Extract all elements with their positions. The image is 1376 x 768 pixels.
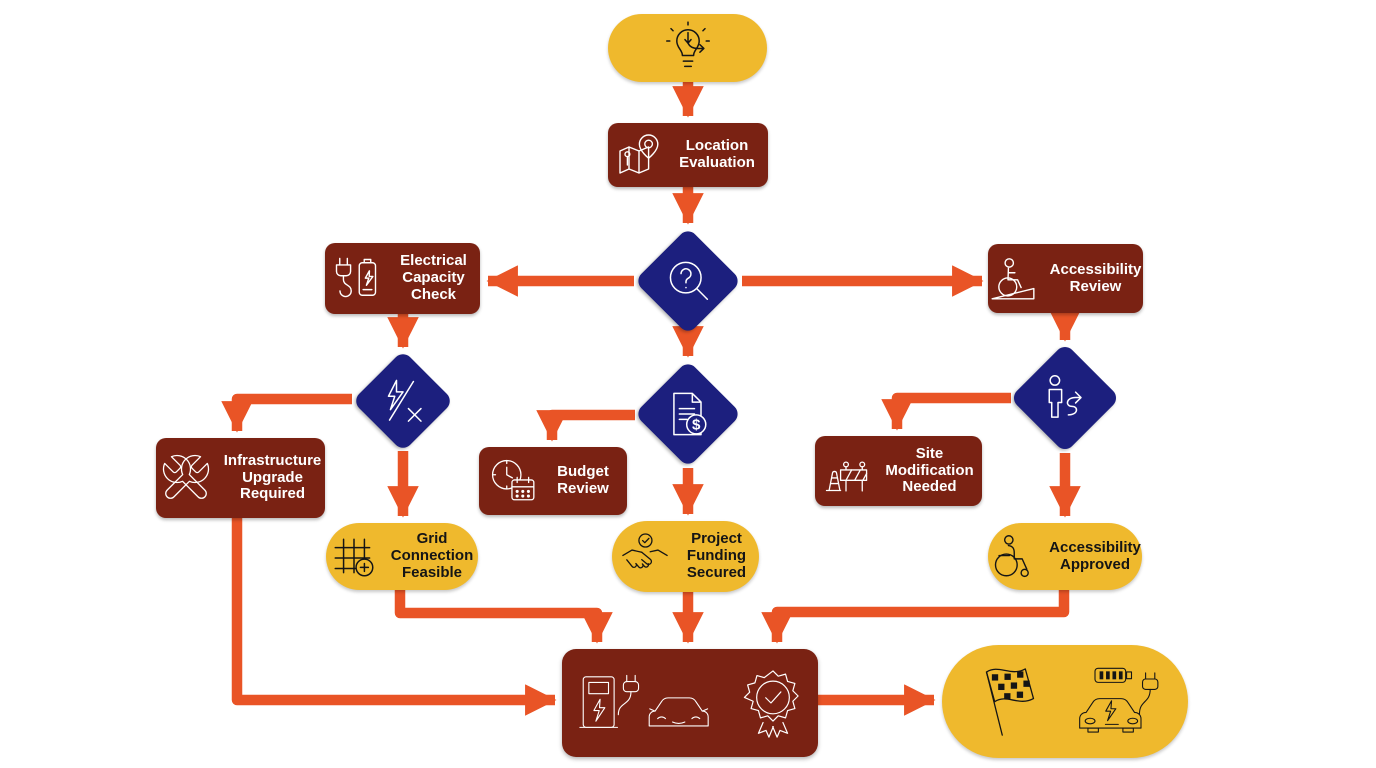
node-accessibility-review: Accessibility Review [988,244,1143,313]
edge-infrastructure-installation [231,518,557,716]
construction-barrier-icon [820,445,872,497]
node-accessibility-approved: Accessibility Approved [988,523,1142,590]
end-node [942,645,1188,758]
wheelchair-icon [988,532,1038,582]
edge-accessdecision-sitemod [881,392,1011,431]
crossed-wrenches-icon [159,451,213,505]
plug-battery-icon [330,253,382,305]
magnifier-question-icon [661,254,715,308]
handshake-check-icon [619,531,671,583]
edge-grid-installation [394,590,613,644]
svg-text:$: $ [692,417,701,434]
node-infrastructure-upgrade-required: Infrastructure Upgrade Required [156,438,325,518]
node-label: Accessibility Approved [1049,538,1141,573]
node-label: Accessibility Review [1049,260,1142,295]
person-route-icon [1038,371,1092,425]
edge-accessapproved-installation [761,590,1070,644]
node-label: Grid Connection Feasible [390,530,474,581]
node-label: Site Modification Needed [885,444,974,496]
node-accessibility-decision [1009,342,1121,454]
node-grid-connection-feasible: Grid Connection Feasible [326,523,478,590]
node-label: Project Funding Secured [686,530,747,581]
node-installation-approved [562,649,818,757]
node-label: Location Evaluation [679,137,755,171]
idea-lightbulb-icon [660,20,716,76]
ev-charging-station-car-icon [572,667,718,740]
node-label: Electrical Capacity Check [400,252,467,303]
clock-calendar-icon [488,456,538,506]
electric-car-plug-icon [1072,662,1164,742]
checkered-flag-icon [966,661,1048,743]
map-location-pin-icon [615,131,663,179]
lightning-slash-x-icon [377,375,429,427]
edge-budgetdecision-budgetreview [536,409,635,442]
node-site-review-decision [634,227,742,335]
node-power-decision [352,350,454,452]
node-budget-decision: $ [634,360,742,468]
edge-powerdecision-infrastructure [221,393,352,433]
start-node [608,14,767,82]
node-budget-review: Budget Review [479,447,627,515]
node-electrical-capacity-check: Electrical Capacity Check [325,243,480,314]
award-badge-icon [738,665,808,741]
wheelchair-ramp-icon [988,254,1038,304]
node-site-modification-needed: Site Modification Needed [815,436,982,506]
grid-plus-icon [329,532,379,582]
node-location-evaluation: Location Evaluation [608,123,768,187]
document-dollar-icon: $ [662,388,714,440]
node-label: Budget Review [557,463,609,497]
node-project-funding-secured: Project Funding Secured [612,521,759,592]
node-label: Infrastructure Upgrade Required [223,451,322,503]
